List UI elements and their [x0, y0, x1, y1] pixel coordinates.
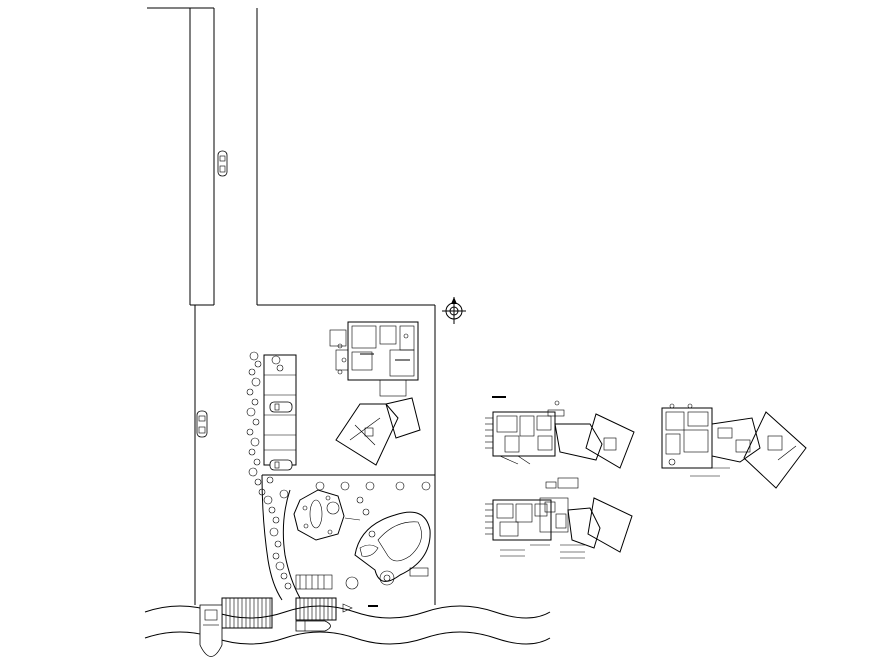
tree-icon: [254, 360, 262, 368]
tree-row: [246, 351, 292, 590]
tree-icon: [254, 478, 262, 486]
parking-area: [263, 354, 297, 471]
tree-icon: [246, 428, 254, 436]
tree-icon: [249, 351, 259, 361]
tree-icon: [284, 582, 292, 590]
courtyard-trees: [315, 481, 431, 538]
main-house-plan: [329, 321, 421, 466]
car-icon: [269, 401, 293, 413]
small-dock-symbol: [342, 603, 378, 613]
north-compass-icon: [442, 297, 466, 324]
tree-icon: [253, 458, 261, 466]
car-icon: [269, 459, 293, 471]
boat-icon: [295, 620, 331, 632]
tree-icon: [279, 489, 289, 499]
tree-icon: [274, 540, 282, 548]
boat-icon: [199, 604, 223, 657]
dock-deck: [221, 597, 337, 629]
tree-icon: [248, 467, 258, 477]
tree-icon: [269, 527, 279, 537]
floor-plan-1: [485, 396, 635, 469]
tree-icon: [251, 398, 259, 406]
pool-area: [345, 511, 431, 590]
pavilion-area: [293, 489, 361, 541]
car-icon: [196, 410, 208, 438]
car-icon: [217, 150, 228, 177]
tree-icon: [272, 516, 280, 524]
tree-icon: [246, 388, 254, 396]
tree-icon: [268, 506, 276, 514]
tree-icon: [266, 476, 274, 484]
tree-icon: [263, 495, 273, 505]
tree-icon: [252, 418, 260, 426]
tree-icon: [248, 448, 256, 456]
access-road: [147, 7, 435, 306]
floor-plan-3: [661, 403, 807, 489]
tree-icon: [251, 377, 261, 387]
tree-icon: [271, 355, 281, 365]
tree-icon: [248, 368, 256, 376]
tree-icon: [280, 572, 288, 580]
site-boundary: [194, 305, 436, 605]
tree-icon: [276, 364, 284, 372]
tree-icon: [272, 552, 280, 560]
tree-icon: [275, 561, 285, 571]
floor-plan-2: [485, 477, 633, 559]
path-to-dock: [261, 474, 333, 601]
tree-icon: [246, 407, 256, 417]
tree-icon: [250, 437, 260, 447]
